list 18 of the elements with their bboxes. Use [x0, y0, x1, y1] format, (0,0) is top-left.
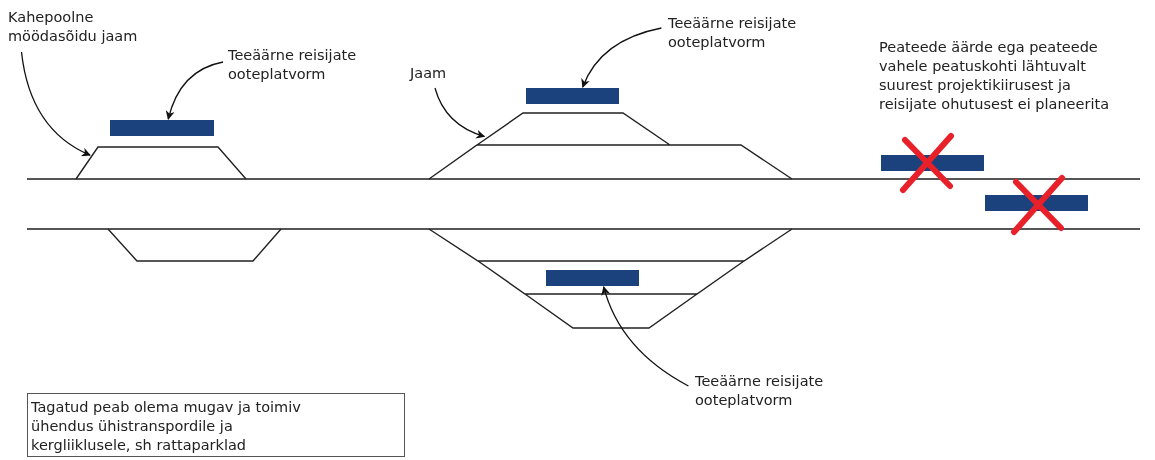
leader-arrow	[434, 87, 486, 139]
platform-bar	[526, 88, 619, 104]
leader-arrow	[20, 51, 91, 156]
siding-track-drawing	[429, 112, 793, 180]
callout-text: Jaam	[410, 64, 448, 83]
leader-arrow	[581, 27, 663, 88]
callout-text: Teeäärne reisijate ooteplatvorm	[695, 372, 825, 410]
platform-bar	[110, 120, 214, 136]
callout-text: Teeäärne reisijate ooteplatvorm	[668, 14, 798, 52]
siding-track-drawing	[76, 146, 247, 180]
callout-text: Peateede äärde ega peateede vahele peatuskohti lähtuvalt suurest projektikiirusest ja reisijate ohutusest ei planeerita	[879, 38, 1111, 114]
platform-bar	[546, 270, 639, 286]
leader-arrow	[601, 286, 690, 387]
note-box	[27, 393, 405, 457]
note-text: Tagatud peab olema mugav ja toimiv ühendus ühistranspordile ja kergliiklusele, sh rattaparklad	[31, 398, 302, 455]
callout-text: Kahepoolne möödasõidu jaam	[8, 8, 139, 46]
leader-arrow	[166, 61, 224, 120]
callout-text: Teeäärne reisijate ooteplatvorm	[228, 46, 358, 84]
